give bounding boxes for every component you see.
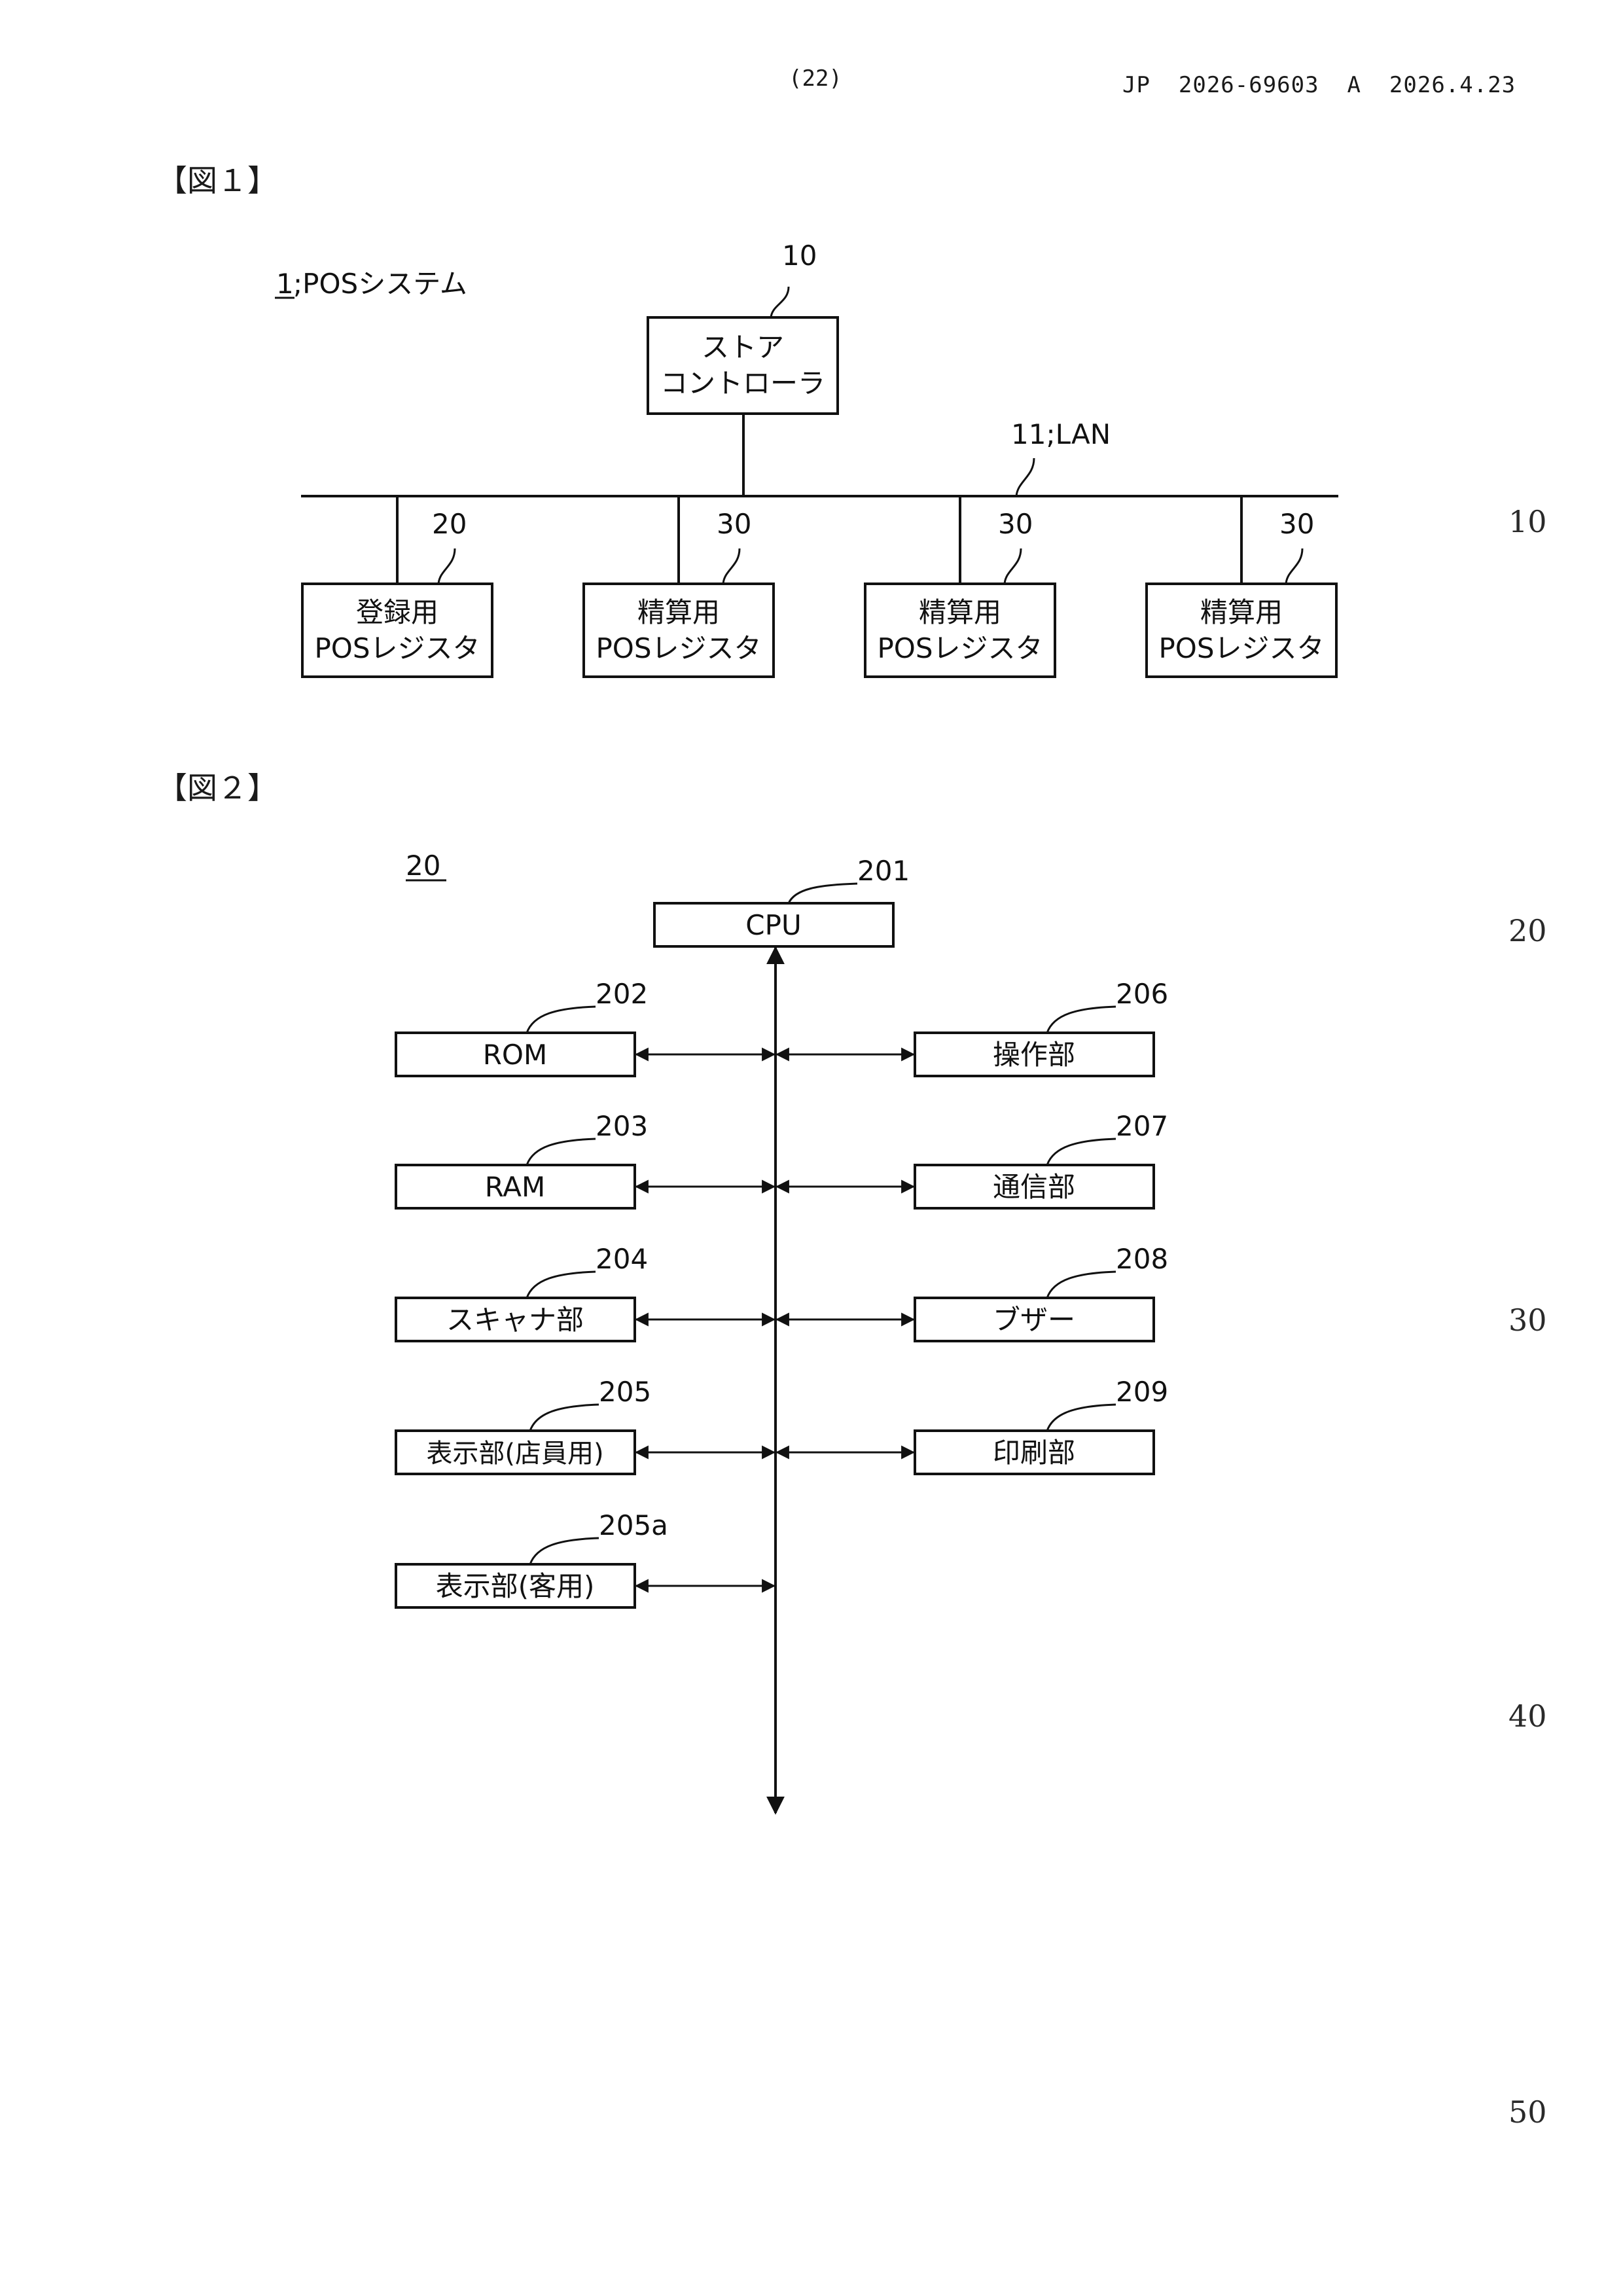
rom-label: ROM xyxy=(483,1039,547,1071)
register-line1-3: 精算用 xyxy=(919,596,1001,628)
register-line2-1: POSレジスタ xyxy=(314,632,480,664)
register-line2-4: POSレジスタ xyxy=(1158,632,1324,664)
leader-cpu xyxy=(789,884,857,903)
cpu-ref: 201 xyxy=(857,855,910,887)
device-ref: 20 xyxy=(406,850,440,882)
communication-ref: 207 xyxy=(1116,1110,1168,1142)
register-line1-4: 精算用 xyxy=(1200,596,1283,628)
store-controller-line1: ストア xyxy=(702,331,784,363)
communication-label: 通信部 xyxy=(993,1171,1075,1203)
register-ref-1: 20 xyxy=(432,508,467,540)
buzzer-ref: 208 xyxy=(1116,1243,1168,1275)
scanner-label: スキャナ部 xyxy=(446,1304,584,1336)
leader-buzzer xyxy=(1047,1272,1116,1298)
leader-register-1 xyxy=(438,548,455,584)
register-line1-2: 精算用 xyxy=(637,596,720,628)
register-line1-1: 登録用 xyxy=(356,596,438,628)
leader-printer xyxy=(1047,1405,1116,1431)
clerk-display-ref: 205 xyxy=(599,1376,651,1408)
operation-ref: 206 xyxy=(1116,978,1168,1010)
register-line2-3: POSレジスタ xyxy=(877,632,1043,664)
printer-label: 印刷部 xyxy=(993,1437,1075,1469)
customer-display-label: 表示部(客用) xyxy=(436,1570,595,1602)
leader-rom xyxy=(527,1007,596,1033)
leader-scanner xyxy=(527,1272,596,1298)
leader-customer-display xyxy=(530,1538,599,1564)
rom-ref: 202 xyxy=(596,978,648,1010)
buzzer-label: ブザー xyxy=(993,1304,1075,1336)
register-ref-4: 30 xyxy=(1279,508,1314,540)
register-line2-2: POSレジスタ xyxy=(596,632,761,664)
leader-register-2 xyxy=(723,548,740,584)
leader-ram xyxy=(527,1139,596,1165)
system-ref: 1 xyxy=(276,268,294,300)
cpu-label: CPU xyxy=(745,909,801,941)
figure-1-diagram: 1 ;POSシステム 10 ストア コントローラ 11;LAN 20 登録用 P… xyxy=(0,0,1623,720)
leader-clerk-display xyxy=(530,1405,599,1431)
leader-lan xyxy=(1016,458,1034,496)
ram-label: RAM xyxy=(485,1171,545,1203)
operation-label: 操作部 xyxy=(993,1039,1075,1071)
line-number-50: 50 xyxy=(1508,2094,1547,2130)
leader-communication xyxy=(1047,1139,1116,1165)
lan-label: 11;LAN xyxy=(1011,418,1111,450)
printer-ref: 209 xyxy=(1116,1376,1168,1408)
scanner-ref: 204 xyxy=(596,1243,648,1275)
register-ref-2: 30 xyxy=(717,508,751,540)
ram-ref: 203 xyxy=(596,1110,648,1142)
leader-store-controller xyxy=(771,287,789,317)
system-name: ;POSシステム xyxy=(293,268,467,300)
store-controller-line2: コントローラ xyxy=(660,367,825,399)
customer-display-ref: 205a xyxy=(599,1509,668,1541)
register-ref-3: 30 xyxy=(998,508,1033,540)
leader-operation xyxy=(1047,1007,1116,1033)
figure-2-diagram: 20 201 CPU 202 ROM 203 RAM 204 スキャナ部 205… xyxy=(0,785,1623,1898)
leader-register-4 xyxy=(1286,548,1302,584)
clerk-display-label: 表示部(店員用) xyxy=(426,1439,603,1469)
leader-register-3 xyxy=(1005,548,1021,584)
store-controller-ref: 10 xyxy=(782,240,817,272)
